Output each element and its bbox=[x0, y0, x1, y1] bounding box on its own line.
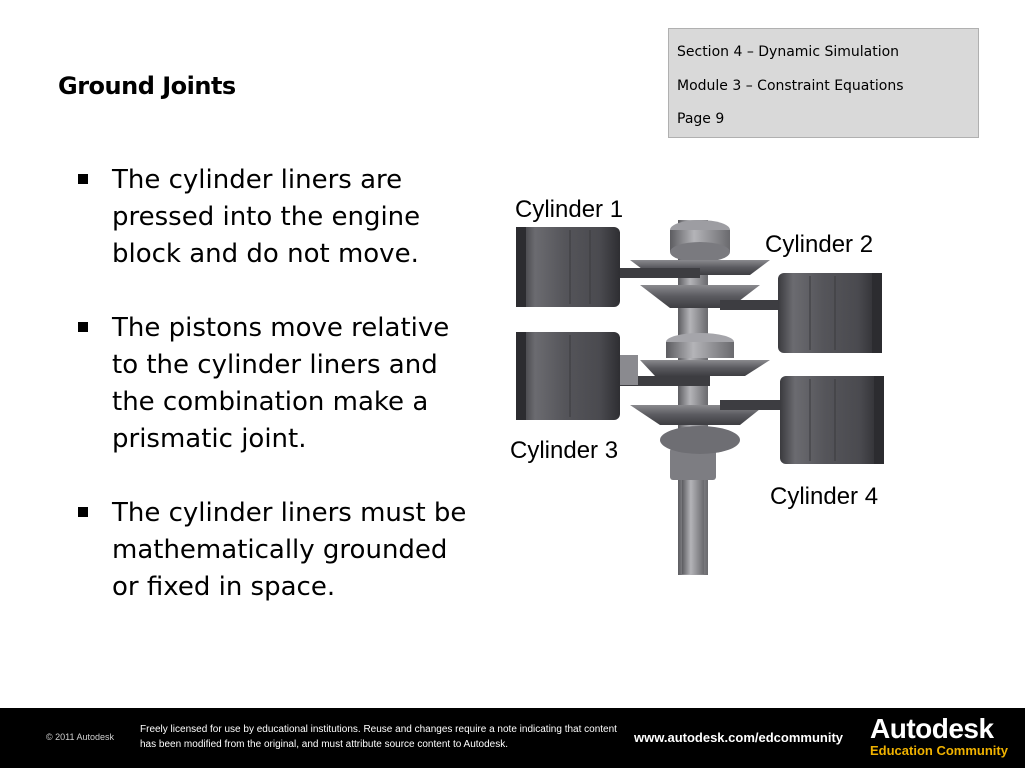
bullet-marker-icon bbox=[78, 507, 88, 517]
cylinder-4-label: Cylinder 4 bbox=[770, 483, 879, 510]
bullet-item: The pistons move relative to the cylinde… bbox=[78, 310, 468, 458]
bullet-text: The pistons move relative to the cylinde… bbox=[112, 313, 450, 454]
section-label: Section 4 – Dynamic Simulation bbox=[677, 44, 900, 60]
section-info-box: Section 4 – Dynamic Simulation Module 3 … bbox=[668, 28, 979, 138]
footer-bar: © 2011 Autodesk Freely licensed for use … bbox=[0, 708, 1025, 768]
page-label: Page 9 bbox=[677, 111, 725, 127]
brand-subtitle: Education Community bbox=[870, 743, 1008, 758]
cylinder-2-label: Cylinder 2 bbox=[765, 231, 874, 258]
bullet-item: The cylinder liners must be mathematical… bbox=[78, 495, 468, 606]
community-link[interactable]: www.autodesk.com/edcommunity bbox=[634, 730, 844, 745]
cylinder-3-label: Cylinder 3 bbox=[510, 437, 619, 464]
bullet-item: The cylinder liners are pressed into the… bbox=[78, 162, 468, 273]
license-text: Freely licensed for use by educational i… bbox=[140, 724, 617, 750]
bullet-marker-icon bbox=[78, 322, 88, 332]
brand-name: Autodesk bbox=[870, 713, 994, 744]
slide-title: Ground Joints bbox=[58, 72, 236, 100]
engine-crankshaft-figure bbox=[516, 220, 884, 575]
bullet-text: The cylinder liners must be mathematical… bbox=[112, 498, 467, 602]
bullet-text: The cylinder liners are pressed into the… bbox=[112, 165, 421, 269]
bullet-list: The cylinder liners are pressed into the… bbox=[78, 162, 468, 606]
autodesk-logo: Autodesk Education Community bbox=[870, 714, 1008, 758]
cylinder-1-label: Cylinder 1 bbox=[515, 196, 624, 223]
module-label: Module 3 – Constraint Equations bbox=[677, 77, 904, 94]
copyright-text: © 2011 Autodesk bbox=[46, 732, 115, 742]
bullet-marker-icon bbox=[78, 174, 88, 184]
